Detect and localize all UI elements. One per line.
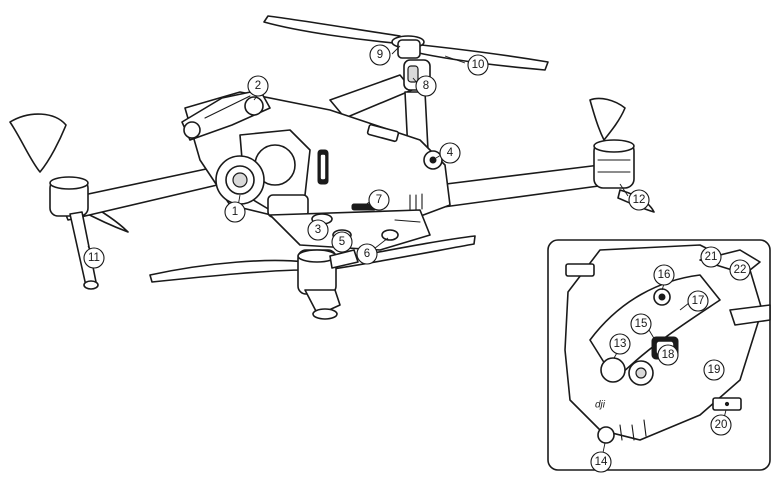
- callout-6-label: 6: [364, 248, 370, 260]
- callout-14: 14: [590, 451, 612, 473]
- callout-10: 10: [467, 54, 489, 76]
- callout-16-label: 16: [658, 269, 671, 281]
- callout-19-label: 19: [708, 364, 721, 376]
- callout-15-label: 15: [635, 318, 648, 330]
- callout-2-label: 2: [255, 80, 261, 92]
- callout-18: 18: [657, 344, 679, 366]
- callout-11: 11: [83, 247, 105, 269]
- callout-7-label: 7: [376, 194, 382, 206]
- callout-17: 17: [687, 290, 709, 312]
- dji-logo: dji: [595, 400, 606, 411]
- callout-18-label: 18: [662, 349, 675, 361]
- callout-20: 20: [710, 414, 732, 436]
- callout-9-label: 9: [377, 49, 383, 61]
- callout-21: 21: [700, 246, 722, 268]
- callout-20-label: 20: [715, 419, 728, 431]
- callout-7: 7: [368, 189, 390, 211]
- callout-1-label: 1: [232, 206, 238, 218]
- callout-22: 22: [729, 259, 751, 281]
- callout-4: 4: [439, 142, 461, 164]
- front-arm-right: [429, 97, 655, 213]
- gimbal-camera: [215, 129, 311, 218]
- callout-9: 9: [369, 44, 391, 66]
- callout-13: 13: [609, 333, 631, 355]
- callout-5: 5: [331, 231, 353, 253]
- callout-11-label: 11: [88, 252, 100, 264]
- callout-8-label: 8: [423, 80, 429, 92]
- callout-15: 15: [630, 313, 652, 335]
- rear-detail-inset: dji: [547, 239, 771, 471]
- callout-22-label: 22: [734, 264, 747, 276]
- callout-6: 6: [356, 243, 378, 265]
- callout-21-label: 21: [705, 251, 718, 263]
- callout-3: 3: [307, 219, 329, 241]
- callout-12: 12: [628, 189, 650, 211]
- drone-underside: [149, 203, 476, 320]
- callout-1: 1: [224, 201, 246, 223]
- callout-19: 19: [703, 359, 725, 381]
- callout-12-label: 12: [633, 194, 646, 206]
- callout-3-label: 3: [315, 224, 321, 236]
- callout-14-label: 14: [595, 456, 608, 468]
- callout-4-label: 4: [447, 147, 454, 159]
- callout-2: 2: [247, 75, 269, 97]
- callout-5-label: 5: [339, 236, 345, 248]
- callout-17-label: 17: [692, 295, 705, 307]
- callout-13-label: 13: [614, 338, 627, 350]
- callout-8: 8: [415, 75, 437, 97]
- callout-16: 16: [653, 264, 675, 286]
- callout-10-label: 10: [472, 59, 485, 71]
